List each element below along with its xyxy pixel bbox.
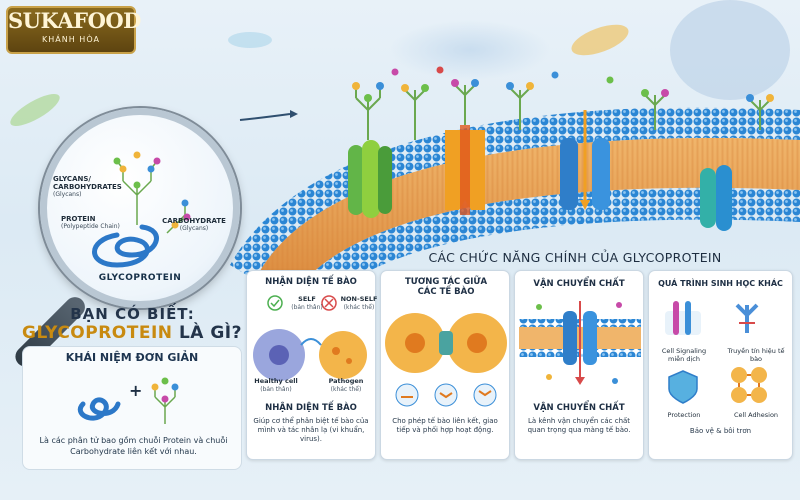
question-line2: GLYCOPROTEIN LÀ GÌ? <box>12 323 252 343</box>
glycoprotein-diagram <box>92 151 191 268</box>
healthy-cell-label: Healthy cell(bản thân) <box>249 377 303 394</box>
transport-illustration <box>519 301 641 385</box>
glycan-sugars <box>352 66 774 102</box>
card-transport-title: VẬN CHUYỂN CHẤT <box>533 279 625 289</box>
protein-label-text: PROTEIN <box>61 215 96 223</box>
card-cell-recognition: NHẬN DIỆN TẾ BÀO SELF(bản thân) NON-SELF… <box>246 270 379 460</box>
glycans-label: GLYCANS/ CARBOHYDRATES (Glycans) <box>53 175 122 199</box>
brand-logo: SUKAFOOD KHÁNH HÒA <box>6 6 141 54</box>
brand-name: SUKAFOOD <box>8 8 141 33</box>
question-line1: BẠN CÓ BIẾT: <box>70 305 195 323</box>
card-recognition-title2: NHẬN DIỆN TẾ BÀO <box>265 403 357 413</box>
healthy-sub: (bản thân) <box>260 386 292 393</box>
card-bio-title: QUÁ TRÌNH SINH HỌC KHÁC <box>658 279 783 288</box>
functions-title: CÁC CHỨC NĂNG CHÍNH CỦA GLYCOPROTEIN <box>428 250 722 265</box>
interaction-illustration <box>385 313 507 407</box>
pathogen-text: Pathogen <box>328 377 364 385</box>
plus-sign: + <box>129 381 143 400</box>
healthy-text: Healthy cell <box>254 377 298 385</box>
cell-blob <box>670 0 790 100</box>
brand-sub: KHÁNH HÒA <box>42 35 100 44</box>
signal-transmit-label: Truyền tín hiệu tế bào <box>727 347 785 363</box>
nonself-text: NON-SELF <box>340 295 378 303</box>
nonself-label: NON-SELF(khác thể) <box>339 295 379 312</box>
protection-label: Protection <box>667 411 701 419</box>
membrane-protein-orange <box>445 125 485 215</box>
carbohydrate-sub: (Glycans) <box>179 225 209 232</box>
bacteria-decor <box>571 24 629 56</box>
concept-text: Là các phân tử bao gồm chuỗi Protein và … <box>39 436 228 456</box>
card-transport-desc: Là kênh vận chuyển các chất quan trọng q… <box>527 417 631 434</box>
card-recognition-desc: Giúp cơ thể phân biệt tế bào của mình và… <box>253 417 369 443</box>
card-interaction-desc: Cho phép tế bào liên kết, giao tiếp và p… <box>392 417 498 434</box>
self-sub: (bản thân) <box>291 304 323 311</box>
self-label: SELF(bản thân) <box>287 295 327 312</box>
carbohydrate-label-text: CARBOHYDRATE <box>162 217 226 225</box>
pathogen-sub: (khác thể) <box>330 386 362 393</box>
bio-illustration <box>665 301 767 404</box>
glycans-sub: (Glycans) <box>53 191 82 198</box>
pointer-arrow <box>239 113 291 121</box>
card-recognition-title: NHẬN DIỆN TẾ BÀO <box>265 277 357 287</box>
question-rest: LÀ GÌ? <box>172 323 242 343</box>
nonself-sub: (khác thể) <box>343 304 375 311</box>
cell-signaling-label: Cell Signaling miễn dịch <box>661 347 707 363</box>
background-glow <box>390 20 550 80</box>
card-bio-footer: Bảo vệ & bôi trơn <box>689 427 752 435</box>
bacteria-decor <box>228 32 272 48</box>
lipid-bilayer <box>230 107 800 312</box>
pathogen-label: Pathogen(khác thể) <box>319 377 373 394</box>
concept-title: KHÁI NIỆM ĐƠN GIẢN <box>65 351 199 364</box>
cell-adhesion-label: Cell Adhesion <box>733 411 779 419</box>
bacteria-decor <box>10 93 60 127</box>
carbohydrate-label: CARBOHYDRATE (Glycans) <box>159 217 229 233</box>
pointer-arrowhead <box>290 110 298 118</box>
self-text: SELF <box>298 295 316 303</box>
membrane-protein-teal <box>700 165 732 231</box>
card-cell-interaction: TƯƠNG TÁC GIỮA CÁC TẾ BÀO Cho phép tế bà… <box>380 270 510 460</box>
card-interaction-title: TƯƠNG TÁC GIỮA CÁC TẾ BÀO <box>404 277 488 297</box>
glycan-chains <box>355 84 771 140</box>
concept-box: KHÁI NIỆM ĐƠN GIẢN + Là các phân tử bao … <box>22 346 242 470</box>
protein-sub: (Polypeptide Chain) <box>61 223 120 230</box>
card-transport-title2: VẬN CHUYỂN CHẤT <box>533 403 625 413</box>
card-bio-processes: QUÁ TRÌNH SINH HỌC KHÁC Cell Signaling m… <box>648 270 793 460</box>
concept-illustration <box>78 377 179 424</box>
membrane-protein-blue-channel <box>560 110 610 210</box>
magnifier-lens: GLYCANS/ CARBOHYDRATES (Glycans) PROTEIN… <box>40 108 240 308</box>
card-transport: VẬN CHUYỂN CHẤT VẬN CHUYỂN CHẤT Là kênh … <box>514 270 644 460</box>
glycans-label-text: GLYCANS/ CARBOHYDRATES <box>53 175 122 191</box>
question-highlight: GLYCOPROTEIN <box>21 323 173 343</box>
lens-title: GLYCOPROTEIN <box>98 273 182 283</box>
recognition-illustration <box>253 295 367 381</box>
protein-label: PROTEIN (Polypeptide Chain) <box>61 215 121 231</box>
membrane-protein-green <box>348 140 392 218</box>
